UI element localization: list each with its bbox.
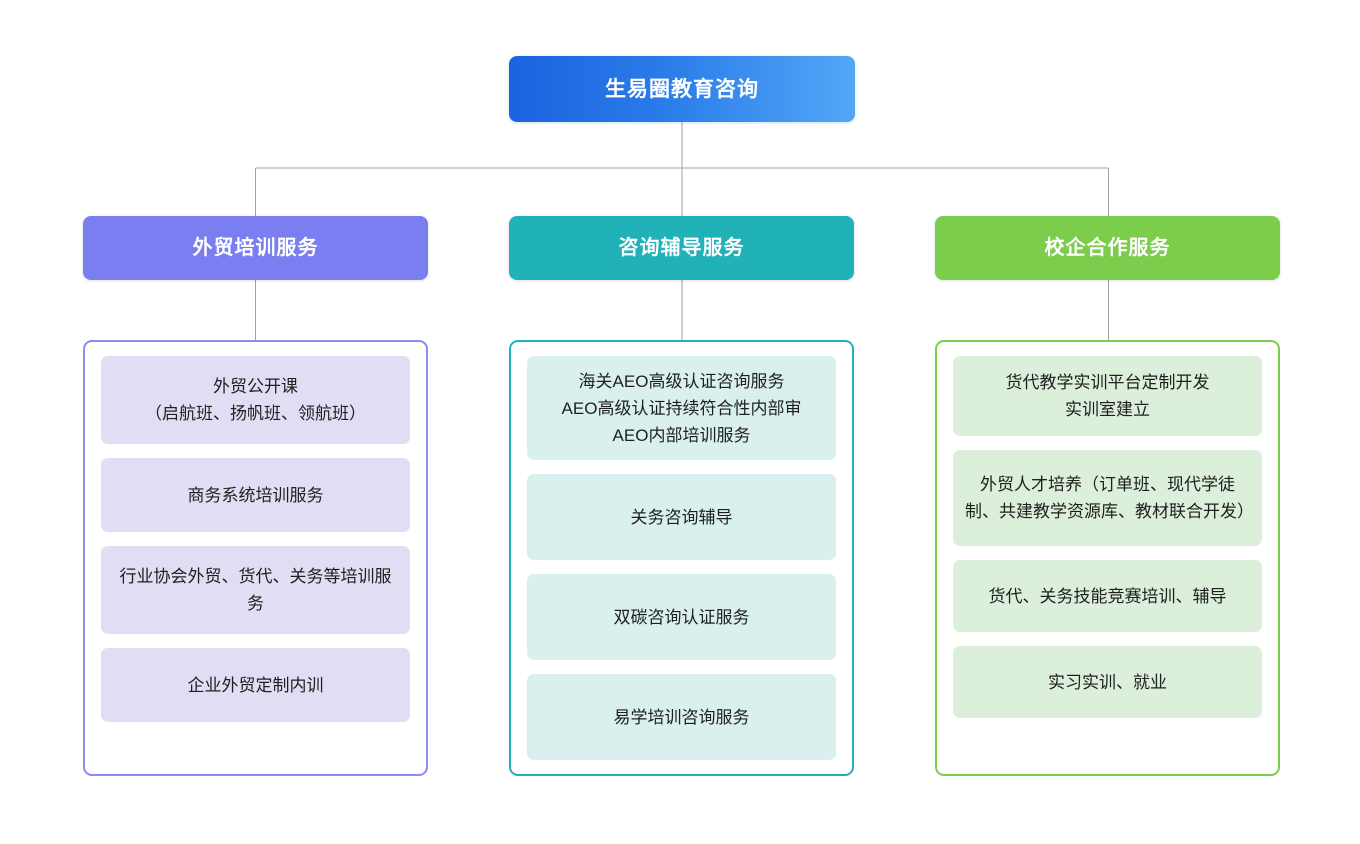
item-card[interactable]: 商务系统培训服务 — [101, 458, 410, 532]
branch-header-3-label: 校企合作服务 — [1044, 237, 1171, 259]
branch-column-3: 校企合作服务 — [935, 216, 1280, 280]
item-card[interactable]: 双碳咨询认证服务 — [527, 574, 836, 660]
branch-header-3[interactable]: 校企合作服务 — [935, 216, 1280, 280]
branch-column-1: 外贸培训服务 — [83, 216, 428, 280]
item-card[interactable]: 实习实训、就业 — [953, 646, 1262, 718]
items-container-3: 货代教学实训平台定制开发 实训室建立 外贸人才培养（订单班、现代学徒制、共建教学… — [935, 340, 1280, 776]
item-card[interactable]: 外贸公开课 （启航班、扬帆班、领航班） — [101, 356, 410, 444]
root-node[interactable]: 生易圈教育咨询 — [509, 56, 855, 122]
branch-header-2[interactable]: 咨询辅导服务 — [509, 216, 854, 280]
items-container-1: 外贸公开课 （启航班、扬帆班、领航班） 商务系统培训服务 行业协会外贸、货代、关… — [83, 340, 428, 776]
item-card[interactable]: 易学培训咨询服务 — [527, 674, 836, 760]
item-card[interactable]: 行业协会外贸、货代、关务等培训服务 — [101, 546, 410, 634]
item-card[interactable]: 货代教学实训平台定制开发 实训室建立 — [953, 356, 1262, 436]
item-card[interactable]: 企业外贸定制内训 — [101, 648, 410, 722]
branch-header-1-label: 外贸培训服务 — [192, 237, 319, 259]
item-card[interactable]: 货代、关务技能竞赛培训、辅导 — [953, 560, 1262, 632]
items-container-2: 海关AEO高级认证咨询服务 AEO高级认证持续符合性内部审 AEO内部培训服务 … — [509, 340, 854, 776]
root-node-label: 生易圈教育咨询 — [605, 77, 759, 101]
item-card[interactable]: 关务咨询辅导 — [527, 474, 836, 560]
branch-column-2: 咨询辅导服务 — [509, 216, 854, 280]
item-card[interactable]: 外贸人才培养（订单班、现代学徒制、共建教学资源库、教材联合开发） — [953, 450, 1262, 546]
branch-header-2-label: 咨询辅导服务 — [618, 237, 745, 259]
branch-header-1[interactable]: 外贸培训服务 — [83, 216, 428, 280]
item-card[interactable]: 海关AEO高级认证咨询服务 AEO高级认证持续符合性内部审 AEO内部培训服务 — [527, 356, 836, 460]
